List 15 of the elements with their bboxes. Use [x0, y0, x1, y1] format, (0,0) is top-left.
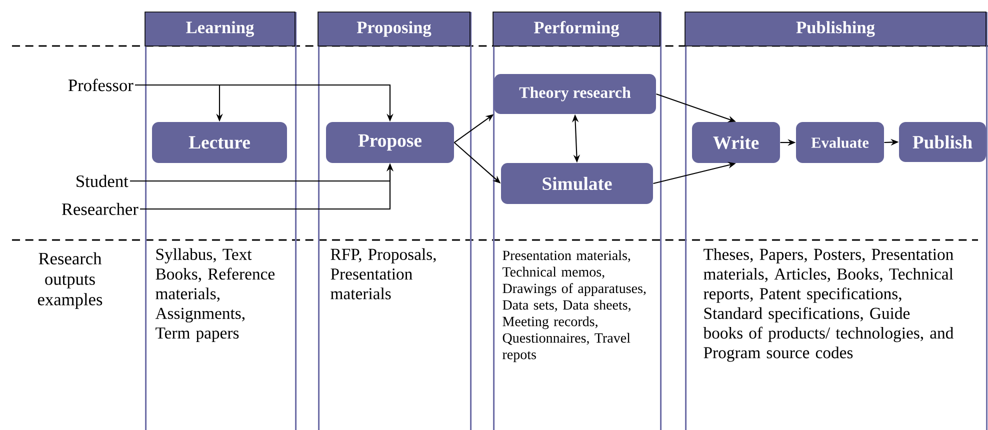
- process-box: Evaluate: [796, 122, 884, 163]
- process-box: Propose: [326, 122, 454, 163]
- process-box: Write: [692, 122, 780, 163]
- process-box: Lecture: [152, 122, 287, 163]
- actor-label: Student: [76, 174, 128, 188]
- actor-label: Researcher: [62, 202, 138, 216]
- process-box: Theory research: [494, 74, 656, 114]
- output-list: RFP, Proposals, Presentation materials: [330, 248, 436, 300]
- process-box: Simulate: [501, 163, 653, 204]
- output-list: Syllabus, Text Books, Reference materials, Assignments, Term papers: [155, 248, 275, 342]
- process-box: Publish: [899, 122, 986, 162]
- output-list: Presentation materials, Technical memos, Drawings of apparatuses, Data sets, Data sheets, Meeting records, Questionnaires, Travel repots: [502, 250, 646, 362]
- actor-label: Professor: [68, 78, 134, 92]
- output-list: Theses, Papers, Posters, Presentation materials, Articles, Books, Technical reports, Patent specifications, Standard specifications, Guide books of products/ technologies, and Program source codes: [703, 248, 954, 362]
- output-list: Research outputs examples: [38, 252, 102, 309]
